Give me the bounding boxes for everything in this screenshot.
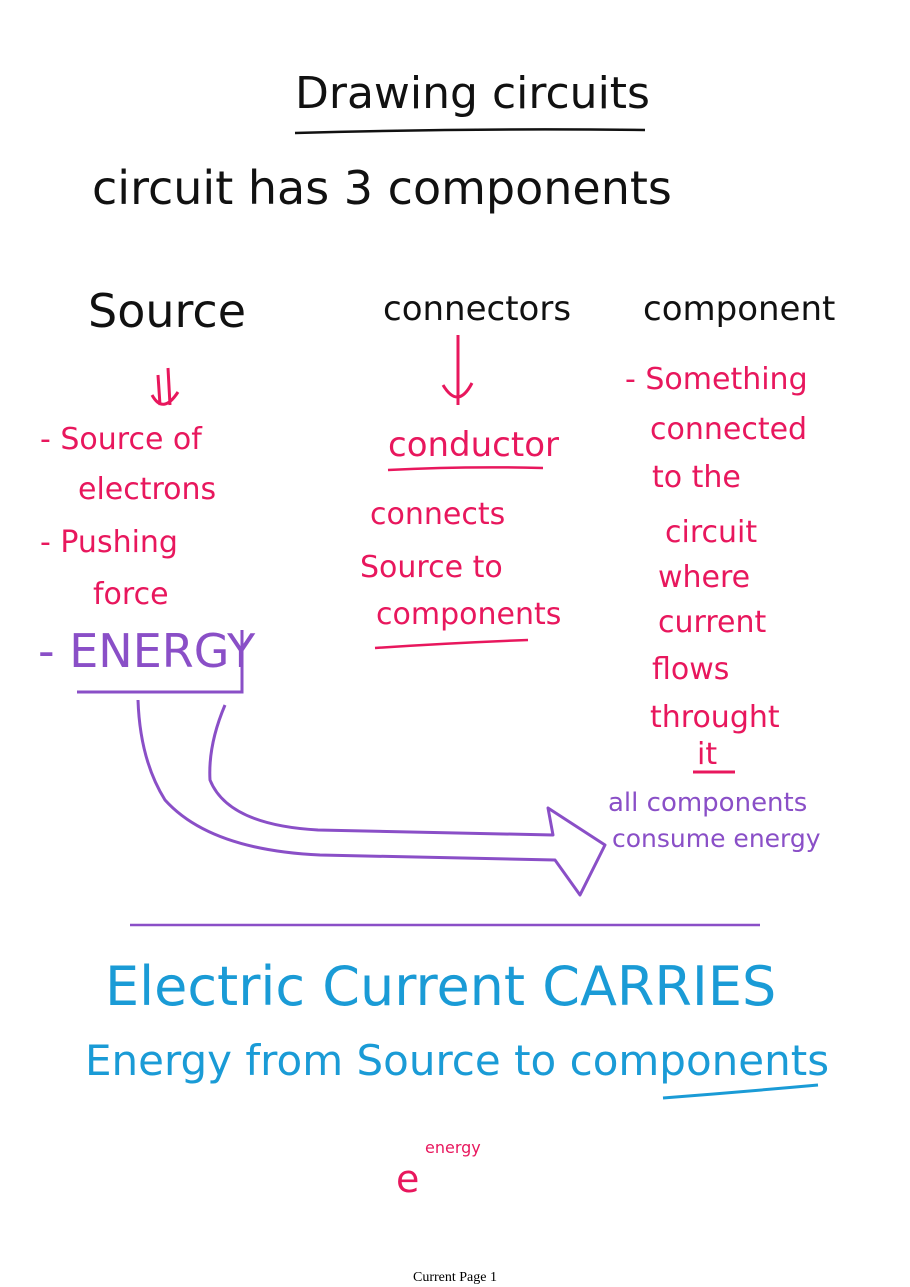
source-arrow-icon <box>150 367 180 406</box>
component-note-line-5: where <box>658 560 751 595</box>
component-note-line-8: throught <box>650 700 780 735</box>
electron-symbol: e <box>396 1157 420 1201</box>
component-note-line-4: circuit <box>665 515 758 550</box>
page-subtitle: circuit has 3 components <box>92 161 672 215</box>
connectors-note-line-3: components <box>376 597 562 632</box>
source-note-line-1: - Source of <box>40 422 202 457</box>
source-heading: Source <box>88 284 246 338</box>
arrow-note-line-2: consume energy <box>612 824 821 853</box>
source-note-line-3: - Pushing <box>40 525 178 560</box>
conductor-term: conductor <box>388 425 559 465</box>
component-note-line-2: connected <box>650 412 808 447</box>
title-underline <box>294 128 646 135</box>
conductor-underline <box>387 466 544 472</box>
energy-flow-arrow-icon <box>136 699 607 897</box>
summary-components-underline <box>662 1083 819 1100</box>
component-note-line-6: current <box>658 605 767 640</box>
connectors-heading: connectors <box>383 289 572 329</box>
energy-label: - ENERGY <box>38 624 256 678</box>
arrow-note-line-1: all components <box>608 788 808 818</box>
connectors-note-line-2: Source to <box>360 550 503 585</box>
page-title: Drawing circuits <box>295 68 650 119</box>
source-note-line-4: force <box>93 577 169 612</box>
component-note-line-7: flows <box>652 652 730 687</box>
component-note-line-1: - Something <box>625 362 808 397</box>
component-note-line-9: it <box>697 737 718 772</box>
summary-line-1: Electric Current CARRIES <box>105 955 777 1018</box>
electron-symbol-superscript: energy <box>425 1138 481 1157</box>
connectors-arrow-icon <box>441 335 474 405</box>
component-note-line-3: to the <box>652 460 741 495</box>
summary-line-2: Energy from Source to components <box>85 1036 830 1085</box>
component-heading: component <box>643 289 836 329</box>
energy-bracket <box>77 630 244 694</box>
page-footer: Current Page 1 <box>413 1270 497 1285</box>
components-underline <box>374 638 529 650</box>
source-note-line-2: electrons <box>78 472 217 507</box>
connectors-note-line-1: connects <box>370 497 506 532</box>
